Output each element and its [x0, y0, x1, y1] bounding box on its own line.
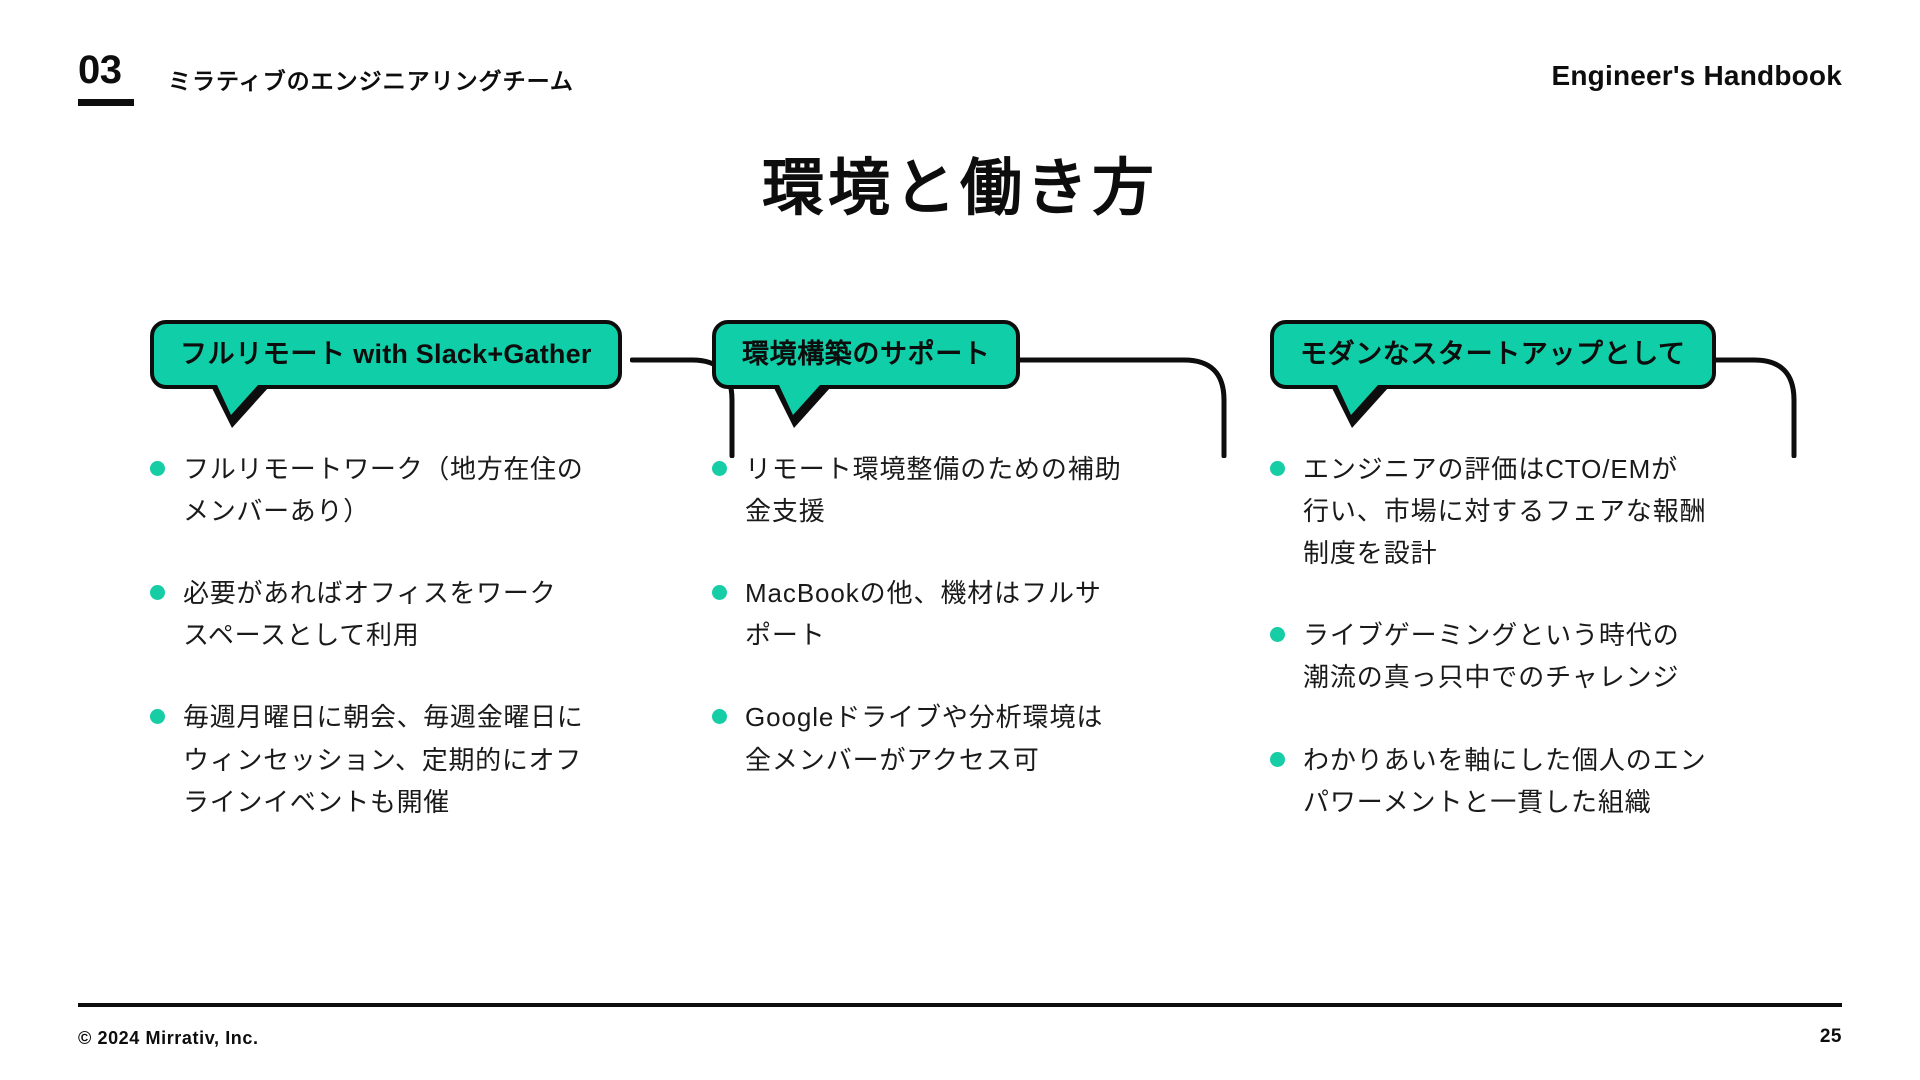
bullet-text: リモート環境整備のための補助 金支援 [745, 454, 1122, 527]
list-item: 必要があればオフィスをワーク スペースとして利用 [150, 572, 710, 656]
bullet-dot-icon [1270, 751, 1285, 767]
bubble-label-1-en: with Slack+Gather [345, 339, 592, 369]
bubble-label-2: 環境構築のサポート [712, 320, 1021, 428]
bullet-text: 必要があればオフィスをワーク スペースとして利用 [183, 578, 557, 651]
list-item: わかりあいを軸にした個人のエン パワーメントと一貫した組織 [1270, 739, 1870, 823]
list-item: エンジニアの評価はCTO/EMが 行い、市場に対するフェアな報酬 制度を設計 [1270, 448, 1870, 574]
bullet-dot-icon [150, 585, 165, 601]
slide-header: 03 ミラティブのエンジニアリングチーム Engineer's Handbook [0, 0, 1920, 150]
copyright-text: © 2024 Mirrativ, Inc. [78, 1028, 259, 1048]
bullet-dot-icon [1270, 461, 1285, 476]
column-3: モダンなスタートアップとして エンジニアの評価はCTO/EMが 行い、市場に対す… [1270, 320, 1870, 817]
bullet-text: エンジニアの評価はCTO/EMが 行い、市場に対するフェアな報酬 制度を設計 [1303, 454, 1707, 569]
bubble-wrap-3: モダンなスタートアップとして [1270, 320, 1870, 458]
bubble-label-3: モダンなスタートアップとして [1270, 320, 1716, 428]
list-item: リモート環境整備のための補助 金支援 [712, 448, 1272, 532]
bullet-text: MacBookの他、機材はフルサ ポート [745, 578, 1102, 651]
bullet-text: ライブゲーミングという時代の 潮流の真っ只中でのチャレンジ [1303, 620, 1680, 693]
bubble-wrap-1: フルリモート with Slack+Gather [150, 320, 735, 458]
bullet-dot-icon [150, 709, 165, 725]
list-item: ライブゲーミングという時代の 潮流の真っ只中でのチャレンジ [1270, 614, 1870, 698]
bullet-dot-icon [712, 709, 727, 725]
list-item: フルリモートワーク（地方在住の メンバーあり） [150, 448, 710, 532]
column-2: 環境構築のサポート リモート環境整備のための補助 金支援 MacBookの他、機… [712, 320, 1272, 775]
bullet-list-1: フルリモートワーク（地方在住の メンバーあり） 必要があればオフィスをワーク ス… [150, 448, 710, 823]
page-number: 25 [1819, 1026, 1842, 1047]
bullet-dot-icon [150, 461, 165, 476]
bullet-dot-icon [712, 461, 727, 476]
bullet-dot-icon [1270, 627, 1285, 643]
bubble-label-3-jp: モダンなスタートアップとして [1300, 339, 1686, 369]
bullet-text: わかりあいを軸にした個人のエン パワーメントと一貫した組織 [1303, 744, 1707, 817]
bubble-label-1: フルリモート with Slack+Gather [150, 320, 622, 428]
section-number-underline [78, 99, 134, 106]
page-title: 環境と働き方 [761, 154, 1158, 223]
bullet-list-2: リモート環境整備のための補助 金支援 MacBookの他、機材はフルサ ポート … [712, 448, 1272, 781]
bullet-list-3: エンジニアの評価はCTO/EMが 行い、市場に対するフェアな報酬 制度を設計 ラ… [1270, 448, 1870, 823]
list-item: 毎週月曜日に朝会、毎週金曜日に ウィンセッション、定期的にオフ ラインイベントも… [150, 696, 710, 822]
bullet-text: Googleドライブや分析環境は 全メンバーがアクセス可 [745, 702, 1104, 775]
list-item: Googleドライブや分析環境は 全メンバーがアクセス可 [712, 696, 1272, 780]
column-1: フルリモート with Slack+Gather フルリモートワーク（地方在住の… [150, 320, 735, 817]
section-number: 03 [78, 48, 122, 92]
list-item: MacBookの他、機材はフルサ ポート [712, 572, 1272, 656]
footer-divider [78, 1003, 1842, 1007]
brand-title: Engineer's Handbook [1551, 60, 1842, 91]
bubble-label-2-jp: 環境構築のサポート [742, 339, 991, 369]
bullet-text: 毎週月曜日に朝会、毎週金曜日に ウィンセッション、定期的にオフ ラインイベントも… [183, 702, 584, 817]
bubble-wrap-2: 環境構築のサポート [712, 320, 1272, 458]
connector-line-2 [1012, 357, 1227, 458]
section-title: ミラティブのエンジニアリングチーム [168, 68, 574, 94]
bullet-text: フルリモートワーク（地方在住の メンバーあり） [183, 454, 584, 527]
section-number-block: 03 [78, 50, 134, 106]
columns-container: フルリモート with Slack+Gather フルリモートワーク（地方在住の… [0, 320, 1920, 970]
bubble-label-1-jp: フルリモート [180, 339, 346, 369]
bullet-dot-icon [712, 585, 727, 601]
